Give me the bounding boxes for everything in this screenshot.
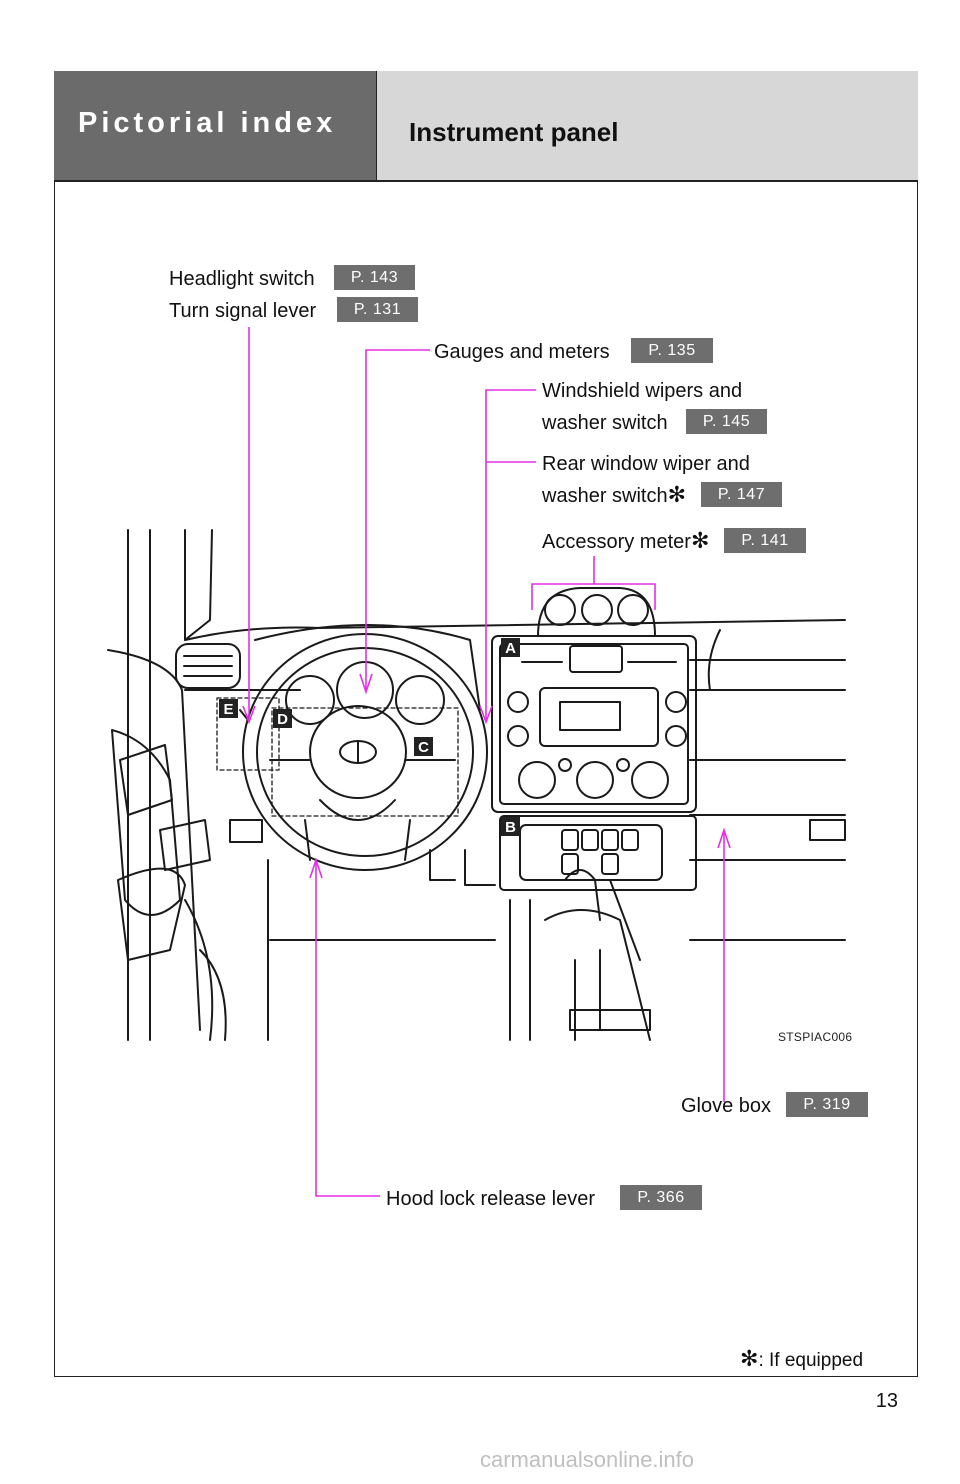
image-code: STSPIAC006 xyxy=(778,1030,853,1044)
turn-signal-label: Turn signal lever xyxy=(169,300,317,322)
turn-signal-page-badge[interactable]: P. 131 xyxy=(337,297,418,322)
header-divider xyxy=(54,180,918,182)
watermark: carmanualsonline.info xyxy=(480,1447,695,1472)
accessory-page-badge[interactable]: P. 141 xyxy=(724,528,806,553)
hood-label: Hood lock release lever xyxy=(386,1188,595,1210)
glove-box-label: Glove box xyxy=(681,1095,772,1117)
accessory-label-text: Accessory meter xyxy=(542,531,691,553)
footnote-text: : If equipped xyxy=(758,1350,864,1371)
glove-box-page-badge[interactable]: P. 319 xyxy=(786,1092,868,1117)
rear-wiper-label-line2: washer switch✻ xyxy=(542,483,686,508)
accessory-label: Accessory meter✻ xyxy=(542,529,709,554)
asterisk-icon: ✻ xyxy=(690,528,710,553)
asterisk-icon: ✻ xyxy=(740,1346,759,1371)
section-tab: Pictorial index xyxy=(54,71,377,181)
marker-E: E xyxy=(223,701,233,718)
rear-wiper-page-badge[interactable]: P. 147 xyxy=(701,482,782,507)
leader-wipers xyxy=(485,389,536,722)
page-number: 13 xyxy=(875,1390,898,1412)
rear-wiper-label-text: washer switch xyxy=(542,485,668,507)
headlight-page-badge[interactable]: P. 143 xyxy=(334,265,415,290)
leader-lines xyxy=(242,327,731,1197)
dashboard-drawing xyxy=(107,529,846,1041)
marker-B: B xyxy=(505,819,516,836)
marker-A: A xyxy=(505,640,516,657)
headlight-label: Headlight switch xyxy=(169,268,315,290)
asterisk-icon: ✻ xyxy=(667,482,687,507)
page-title: Instrument panel xyxy=(409,117,619,147)
image-markers: A B C D E xyxy=(219,638,520,836)
wipers-page-badge[interactable]: P. 145 xyxy=(686,409,767,434)
hood-page-badge[interactable]: P. 366 xyxy=(620,1185,702,1210)
footnote: ✻: If equipped xyxy=(740,1346,863,1372)
gauges-label: Gauges and meters xyxy=(434,341,610,363)
wipers-label-line1: Windshield wipers and xyxy=(542,380,743,402)
title-bar: Instrument panel xyxy=(377,71,918,181)
gauges-page-badge[interactable]: P. 135 xyxy=(631,338,713,363)
leader-gauges xyxy=(365,349,430,690)
section-title: Pictorial index xyxy=(78,107,337,139)
marker-D: D xyxy=(277,711,288,728)
leader-hood xyxy=(315,862,380,1197)
wipers-label-line2: washer switch xyxy=(542,412,668,434)
marker-C: C xyxy=(418,739,429,756)
rear-wiper-label-line1: Rear window wiper and xyxy=(542,453,750,475)
